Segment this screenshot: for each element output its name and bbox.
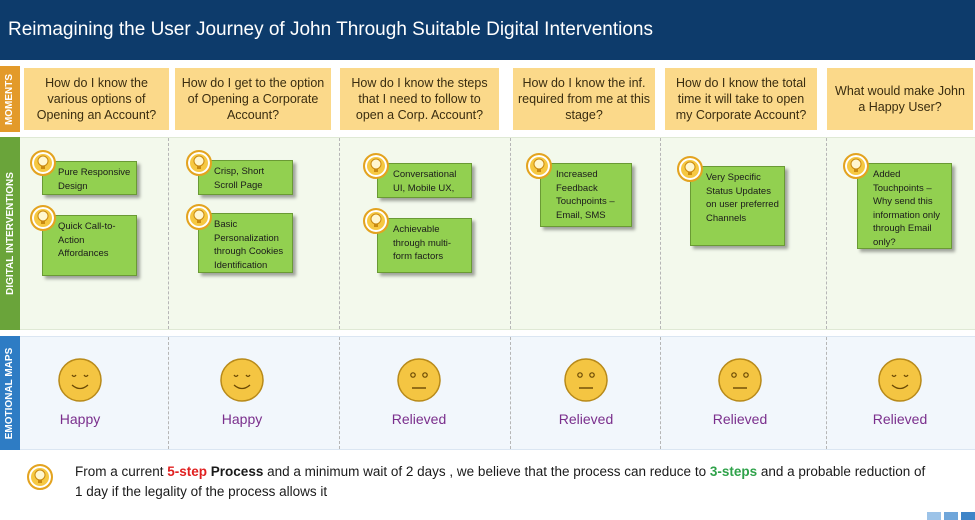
emotion-label: Happy (59, 411, 101, 427)
moment-card: How do I know the steps that I need to f… (340, 68, 499, 130)
lightbulb-icon (27, 464, 53, 490)
lightbulb-icon (186, 204, 212, 230)
moment-card: How do I know the inf. required from me … (513, 68, 655, 130)
decorative-bar (961, 512, 975, 520)
emotion-label: Happy (221, 411, 263, 427)
lightbulb-icon (30, 150, 56, 176)
decorative-bar (944, 512, 958, 520)
column-divider (826, 337, 827, 449)
lightbulb-icon (526, 153, 552, 179)
intervention-note: Very Specific Status Updates on user pre… (690, 166, 785, 246)
column-divider (510, 337, 511, 449)
lightbulb-icon (363, 208, 389, 234)
intervention-note: Quick Call-to-Action Affordances (42, 215, 137, 276)
digital-interventions-side-label: DIGITAL INTERVENTIONS (0, 137, 20, 330)
intervention-note: Pure Responsive Design (42, 161, 137, 195)
lightbulb-icon (30, 205, 56, 231)
neutral-face-icon (718, 358, 762, 402)
lightbulb-icon (677, 156, 703, 182)
column-divider (339, 138, 340, 329)
lightbulb-icon (363, 153, 389, 179)
neutral-face-icon (397, 358, 441, 402)
summary-footer: From a current 5-step Process and a mini… (0, 450, 975, 520)
moment-card: What would make John a Happy User? (827, 68, 973, 130)
smiley-face-icon (58, 358, 102, 402)
column-divider (826, 138, 827, 329)
lightbulb-icon (186, 150, 212, 176)
column-divider (168, 138, 169, 329)
column-divider (339, 337, 340, 449)
moment-card: How do I know the total time it will tak… (665, 68, 817, 130)
emotion-label: Relieved (872, 411, 928, 427)
page-title: Reimagining the User Journey of John Thr… (0, 0, 975, 60)
smiley-face-icon (878, 358, 922, 402)
summary-text: From a current 5-step Process and a mini… (75, 464, 926, 499)
neutral-face-icon (564, 358, 608, 402)
emotional-maps-side-label: EMOTIONAL MAPS (0, 336, 20, 450)
smiley-face-icon (220, 358, 264, 402)
decorative-bar (927, 512, 941, 520)
column-divider (510, 138, 511, 329)
moment-card: How do I know the various options of Ope… (24, 68, 169, 130)
column-divider (660, 337, 661, 449)
intervention-note: Achievable through multi-form factors (377, 218, 472, 273)
moments-band: How do I know the various options of Ope… (20, 66, 975, 132)
column-divider (168, 337, 169, 449)
emotion-label: Relieved (391, 411, 447, 427)
emotional-maps-band: Happy Happy Relieved Relieved Relieved R… (20, 336, 975, 450)
intervention-note: Increased Feedback Touchpoints – Email, … (540, 163, 632, 227)
intervention-note: Added Touchpoints – Why send this inform… (857, 163, 952, 249)
moments-side-label: MOMENTS (0, 66, 20, 132)
emotion-label: Relieved (712, 411, 768, 427)
moment-card: How do I get to the option of Opening a … (175, 68, 331, 130)
column-divider (660, 138, 661, 329)
emotion-label: Relieved (558, 411, 614, 427)
digital-interventions-band: Pure Responsive Design Quick Call-to-Act… (20, 137, 975, 330)
intervention-note: Crisp, Short Scroll Page (198, 160, 293, 195)
intervention-note: Basic Personalization through Cookies Id… (198, 213, 293, 273)
lightbulb-icon (843, 153, 869, 179)
intervention-note: Conversational UI, Mobile UX, (377, 163, 472, 198)
